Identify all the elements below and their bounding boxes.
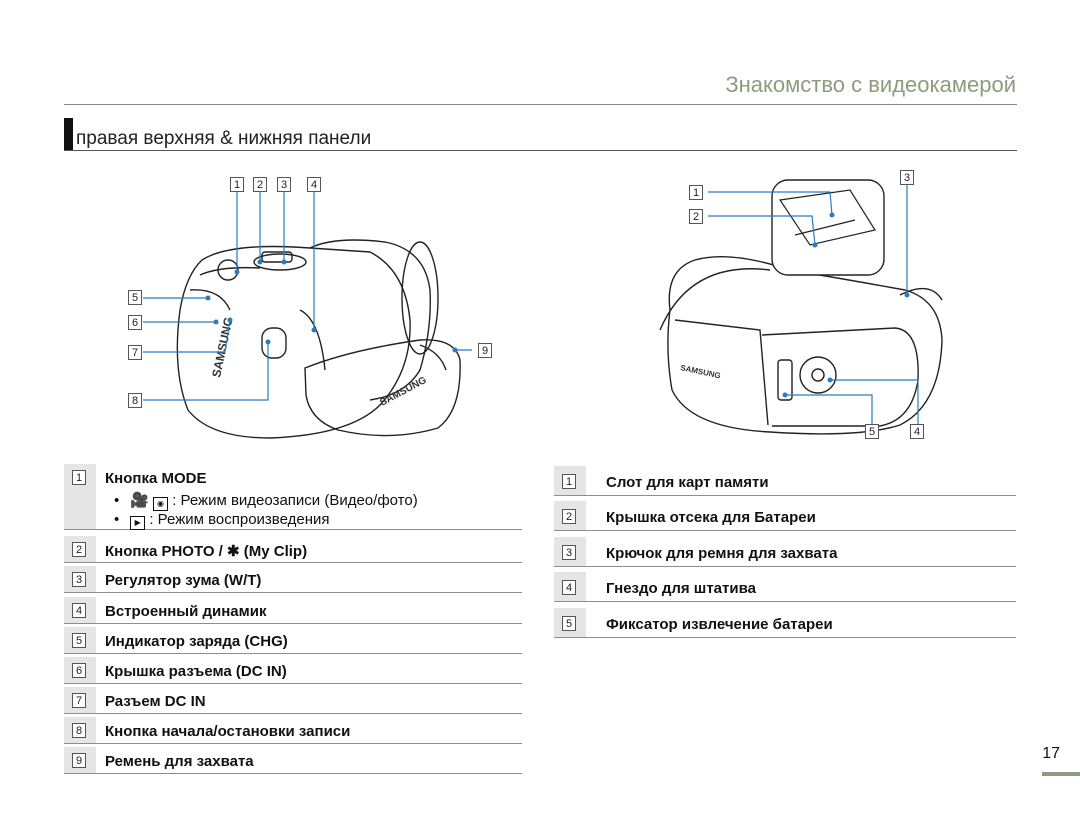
callout-5: 5 <box>128 290 142 305</box>
item-label: Кнопка начала/остановки записи <box>105 723 351 740</box>
camcorder-right-side-illustration: SAMSUNG SAMSUNG <box>143 192 472 439</box>
item-label: Индикатор заряда (CHG) <box>105 633 288 650</box>
list-item: 1 Кнопка MODE • 🎥 ◉ : Режим видеозаписи … <box>64 464 522 530</box>
callout-8: 8 <box>128 393 142 408</box>
camera-photo-icon: ◉ <box>153 497 169 511</box>
item-label: Разъем DC IN <box>105 693 206 710</box>
list-item: 1 Слот для карт памяти <box>554 466 1016 496</box>
list-item: 6 Крышка разъема (DC IN) <box>64 657 522 684</box>
item-label: Кнопка PHOTO / ✱ (My Clip) <box>105 543 308 560</box>
item-label: Фиксатор извлечение батареи <box>606 616 833 633</box>
camcorder-bottom-illustration: SAMSUNG <box>659 179 943 435</box>
item-number: 4 <box>562 580 576 595</box>
item-number: 6 <box>72 663 86 678</box>
brand-logo-strap: SAMSUNG <box>378 375 428 409</box>
callout-3: 3 <box>277 177 291 192</box>
callout-r5: 5 <box>865 424 879 439</box>
item-label: Кнопка MODE <box>105 470 207 487</box>
page-number: 17 <box>1042 745 1060 762</box>
item-number: 3 <box>72 572 86 587</box>
item-label: Крючок для ремня для захвата <box>606 545 838 562</box>
item-label: Ремень для захвата <box>105 753 254 770</box>
list-item: 7 Разъем DC IN <box>64 687 522 714</box>
item-number: 4 <box>72 603 86 618</box>
list-item: 5 Фиксатор извлечение батареи <box>554 608 1016 638</box>
list-item: 5 Индикатор заряда (CHG) <box>64 627 522 654</box>
callout-4: 4 <box>307 177 321 192</box>
list-item: 9 Ремень для захвата <box>64 747 522 774</box>
callout-7: 7 <box>128 345 142 360</box>
item-number: 7 <box>72 693 86 708</box>
item-label: Крышка отсека для Батареи <box>606 509 816 526</box>
item-number: 9 <box>72 753 86 768</box>
list-item: 2 Крышка отсека для Батареи <box>554 501 1016 531</box>
sub-item: • 🎥 ◉ : Режим видеозаписи (Видео/фото) <box>114 492 418 511</box>
item-number: 2 <box>562 509 576 524</box>
item-number: 2 <box>72 542 86 557</box>
section-divider <box>64 150 1017 151</box>
item-label: Встроенный динамик <box>105 603 267 620</box>
callout-6: 6 <box>128 315 142 330</box>
section-title: правая верхняя & нижняя панели <box>76 128 372 149</box>
item-label: Гнездо для штатива <box>606 580 756 597</box>
playback-icon: ▶ <box>130 516 146 530</box>
callout-r1: 1 <box>689 185 703 200</box>
brand-logo-body: SAMSUNG <box>209 316 235 379</box>
callout-r2: 2 <box>689 209 703 224</box>
list-item: 4 Встроенный динамик <box>64 597 522 624</box>
callout-1: 1 <box>230 177 244 192</box>
callout-r3: 3 <box>900 170 914 185</box>
item-number: 3 <box>562 545 576 560</box>
movie-camera-icon: 🎥 <box>130 492 149 509</box>
page-corner-accent <box>1042 772 1080 776</box>
list-item: 8 Кнопка начала/остановки записи <box>64 717 522 744</box>
section-marker <box>64 118 73 150</box>
page-title: Знакомство с видеокамерой <box>725 72 1016 97</box>
callout-r4: 4 <box>910 424 924 439</box>
item-number: 5 <box>72 633 86 648</box>
callout-9: 9 <box>478 343 492 358</box>
item-label: Регулятор зума (W/T) <box>105 572 262 589</box>
item-label: Слот для карт памяти <box>606 474 769 491</box>
item-number: 5 <box>562 616 576 631</box>
list-item: 4 Гнездо для штатива <box>554 572 1016 602</box>
item-number: 1 <box>72 470 86 485</box>
callout-2: 2 <box>253 177 267 192</box>
list-item: 3 Крючок для ремня для захвата <box>554 537 1016 567</box>
list-item: 3 Регулятор зума (W/T) <box>64 566 522 593</box>
sub-item: • ▶ : Режим воспроизведения <box>114 511 330 530</box>
brand-logo-bottom: SAMSUNG <box>680 363 722 380</box>
item-number: 8 <box>72 723 86 738</box>
item-number: 1 <box>562 474 576 489</box>
list-item: 2 Кнопка PHOTO / ✱ (My Clip) <box>64 536 522 563</box>
item-label: Крышка разъема (DC IN) <box>105 663 287 680</box>
title-divider <box>64 104 1017 105</box>
